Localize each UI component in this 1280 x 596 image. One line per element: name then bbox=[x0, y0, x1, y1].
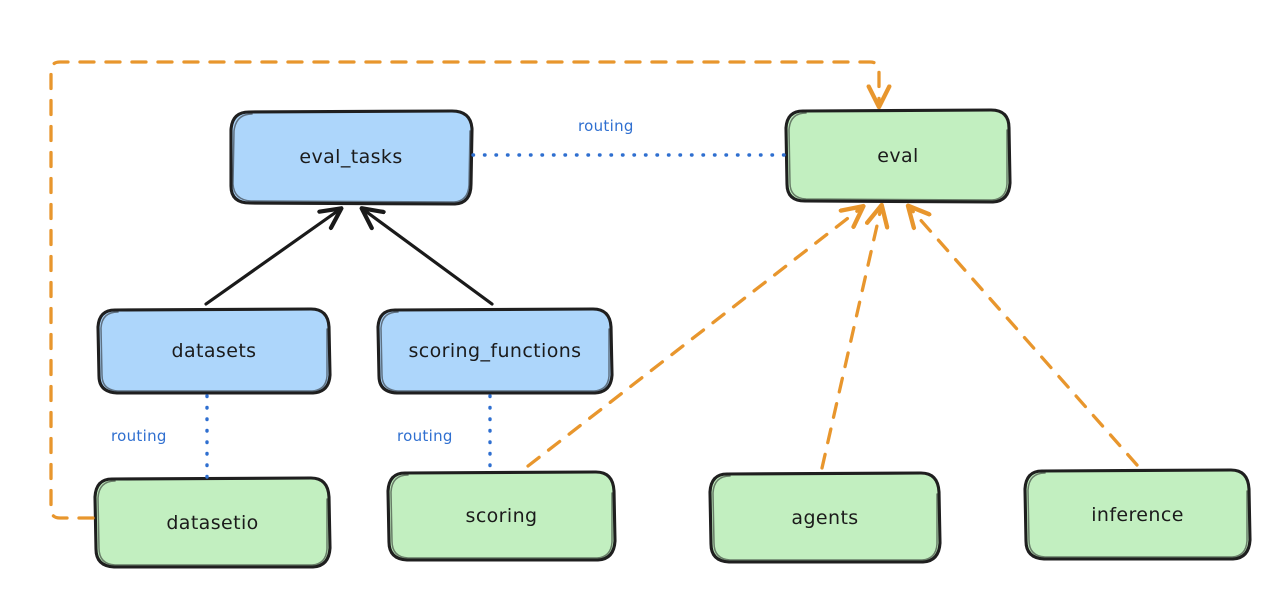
edge-inference-to-eval bbox=[910, 208, 1139, 467]
node-eval_tasks[interactable] bbox=[229, 109, 474, 206]
edge-datasets-to-eval_tasks bbox=[204, 210, 339, 306]
node-datasets[interactable] bbox=[96, 307, 332, 395]
node-scoring_functions[interactable] bbox=[376, 307, 614, 395]
edge-label-routing-scoring: routing bbox=[397, 427, 453, 445]
node-scoring[interactable] bbox=[386, 470, 617, 562]
edge-scoring_functions-to-eval_tasks bbox=[364, 210, 494, 306]
edge-label-routing-datasetio: routing bbox=[111, 427, 167, 445]
edge-scoring-to-eval bbox=[526, 208, 861, 468]
edge-datasetio-to-eval bbox=[49, 60, 879, 520]
edge-label-routing-eval: routing bbox=[578, 117, 634, 135]
node-inference[interactable] bbox=[1023, 468, 1252, 561]
node-agents[interactable] bbox=[708, 471, 942, 564]
node-datasetio[interactable] bbox=[93, 476, 332, 569]
node-eval[interactable] bbox=[784, 108, 1012, 204]
edges bbox=[49, 60, 1139, 520]
edge-agents-to-eval bbox=[820, 208, 881, 470]
node-shapes bbox=[93, 108, 1252, 569]
